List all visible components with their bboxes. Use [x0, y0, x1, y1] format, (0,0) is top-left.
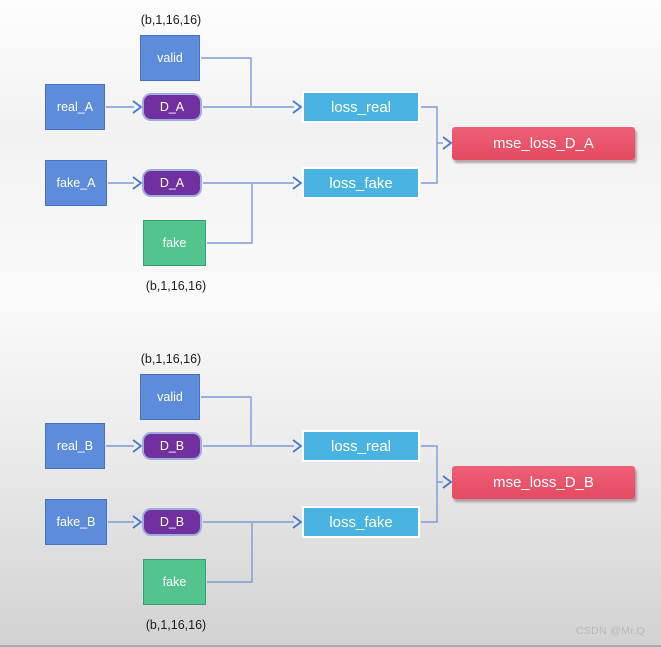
valid-target-box: valid [140, 35, 200, 81]
watermark-text: CSDN @Mr.Q [575, 625, 645, 637]
valid-tensor-shape-label: (b,1,16,16) [140, 13, 202, 27]
mse-loss-box: mse_loss_D_A [452, 127, 635, 160]
fake-tensor-shape-label: (b,1,16,16) [145, 279, 207, 293]
loss-fake-box: loss_fake [302, 167, 420, 199]
arrowhead-icon [292, 176, 303, 190]
fake-target-box: fake [143, 559, 206, 605]
arrowhead-icon [292, 439, 303, 453]
diagram-discriminator-a: (b,1,16,16) valid real_A D_A loss_real f… [0, 0, 661, 320]
loss-fake-box: loss_fake [302, 506, 420, 538]
connector-wires [106, 57, 453, 244]
discriminator-box-real-path: D_B [142, 432, 202, 460]
loss-real-box: loss_real [302, 430, 420, 462]
valid-target-box: valid [140, 374, 200, 420]
arrowhead-icon [132, 100, 143, 114]
loss-real-box: loss_real [302, 91, 420, 123]
arrowhead-icon [132, 515, 143, 529]
real-input-box: real_B [45, 423, 105, 469]
fake-input-box: fake_A [45, 160, 107, 206]
mse-loss-box: mse_loss_D_B [452, 466, 635, 499]
fake-input-box: fake_B [45, 499, 107, 545]
arrowhead-icon [442, 136, 453, 150]
real-input-box: real_A [45, 84, 105, 130]
arrowhead-icon [442, 475, 453, 489]
discriminator-box-fake-path: D_B [142, 508, 202, 536]
discriminator-box-real-path: D_A [142, 93, 202, 121]
valid-tensor-shape-label: (b,1,16,16) [140, 352, 202, 366]
diagram-discriminator-b: (b,1,16,16) valid real_B D_B loss_real f… [0, 339, 661, 647]
discriminator-box-fake-path: D_A [142, 169, 202, 197]
connector-wires [106, 396, 453, 583]
arrowhead-icon [292, 515, 303, 529]
arrowhead-icon [132, 176, 143, 190]
arrowhead-icon [132, 439, 143, 453]
fake-target-box: fake [143, 220, 206, 266]
fake-tensor-shape-label: (b,1,16,16) [145, 618, 207, 632]
arrowhead-icon [292, 100, 303, 114]
